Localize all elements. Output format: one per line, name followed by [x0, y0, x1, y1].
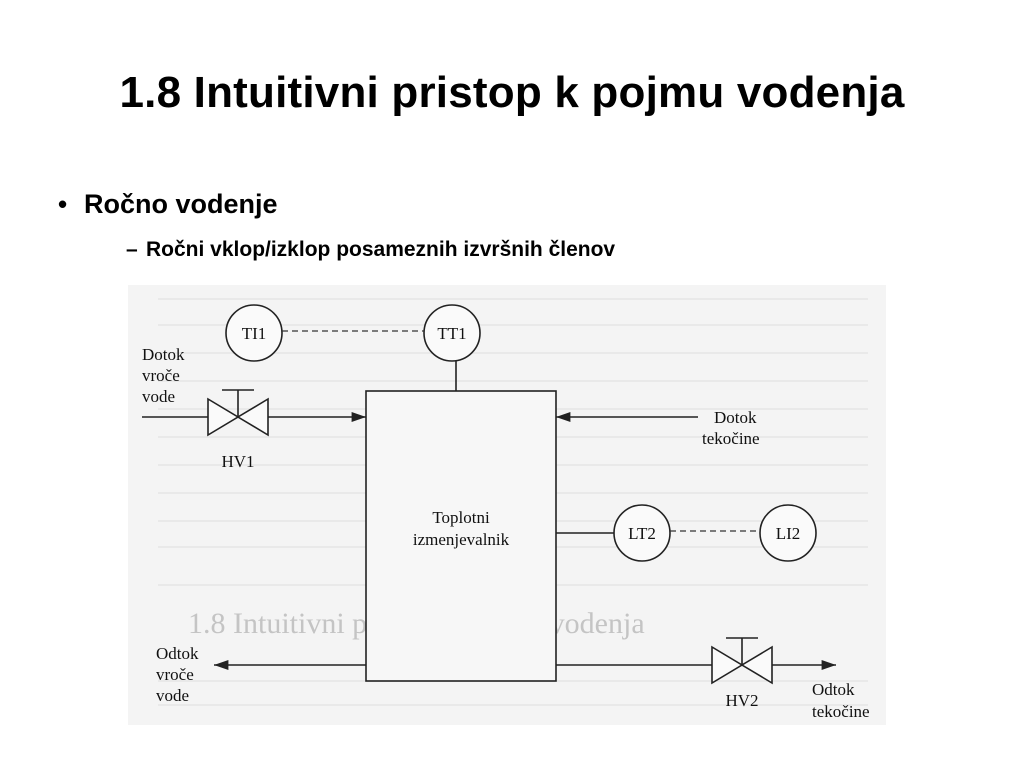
valve-hv2-icon[interactable]	[711, 637, 773, 685]
transmitter-tt1-label: TT1	[437, 324, 466, 343]
valve-hv1-icon[interactable]	[207, 389, 269, 437]
svg-text:vroče: vroče	[156, 665, 194, 684]
indicator-li2-label: LI2	[776, 524, 801, 543]
exchanger-label-line1: Toplotni	[432, 508, 490, 527]
dash-icon: –	[126, 238, 138, 261]
exchanger-label-line2: izmenjevalnik	[413, 530, 510, 549]
transmitter-lt2-label: LT2	[628, 524, 656, 543]
svg-text:tekočine: tekočine	[812, 702, 870, 721]
valve-hv2-label: HV2	[725, 691, 758, 710]
svg-text:Dotok: Dotok	[714, 408, 757, 427]
slide-title: 1.8 Intuitivni pristop k pojmu vodenja	[119, 68, 905, 117]
svg-text:Dotok: Dotok	[142, 345, 185, 364]
transmitter-tt1-icon[interactable]	[423, 304, 481, 362]
sub-bullet-item: – Ročni vklop/izklop posameznih izvršnih…	[126, 238, 615, 262]
hot-water-outlet-label: Odtok vroče vode	[156, 644, 199, 705]
bullet-text: Ročno vodenje	[84, 189, 278, 219]
bullet-item: • Ročno vodenje	[58, 189, 278, 220]
indicator-li2-icon[interactable]	[759, 504, 817, 562]
svg-text:vode: vode	[142, 387, 175, 406]
bullet-dot-icon: •	[58, 189, 68, 219]
valve-hv1-label: HV1	[221, 452, 254, 471]
transmitter-lt2-icon[interactable]	[613, 504, 671, 562]
hot-water-inlet-label: Dotok vroče vode	[142, 345, 185, 406]
diagram-svg: 1.8 Intuitivni pristop k pojmu vodenja T…	[128, 285, 886, 725]
process-diagram: 1.8 Intuitivni pristop k pojmu vodenja T…	[128, 285, 886, 725]
svg-text:vroče: vroče	[142, 366, 180, 385]
svg-text:tekočine: tekočine	[702, 429, 760, 448]
indicator-ti1-label: TI1	[242, 324, 267, 343]
liquid-inlet-label: Dotok tekočine	[702, 408, 760, 448]
liquid-outlet-label: Odtok tekočine	[812, 680, 870, 721]
indicator-ti1-icon[interactable]	[225, 304, 283, 362]
svg-text:Odtok: Odtok	[156, 644, 199, 663]
sub-bullet-text: Ročni vklop/izklop posameznih izvršnih č…	[146, 238, 616, 261]
svg-text:vode: vode	[156, 686, 189, 705]
svg-text:Odtok: Odtok	[812, 680, 855, 699]
heat-exchanger-box	[365, 390, 557, 682]
